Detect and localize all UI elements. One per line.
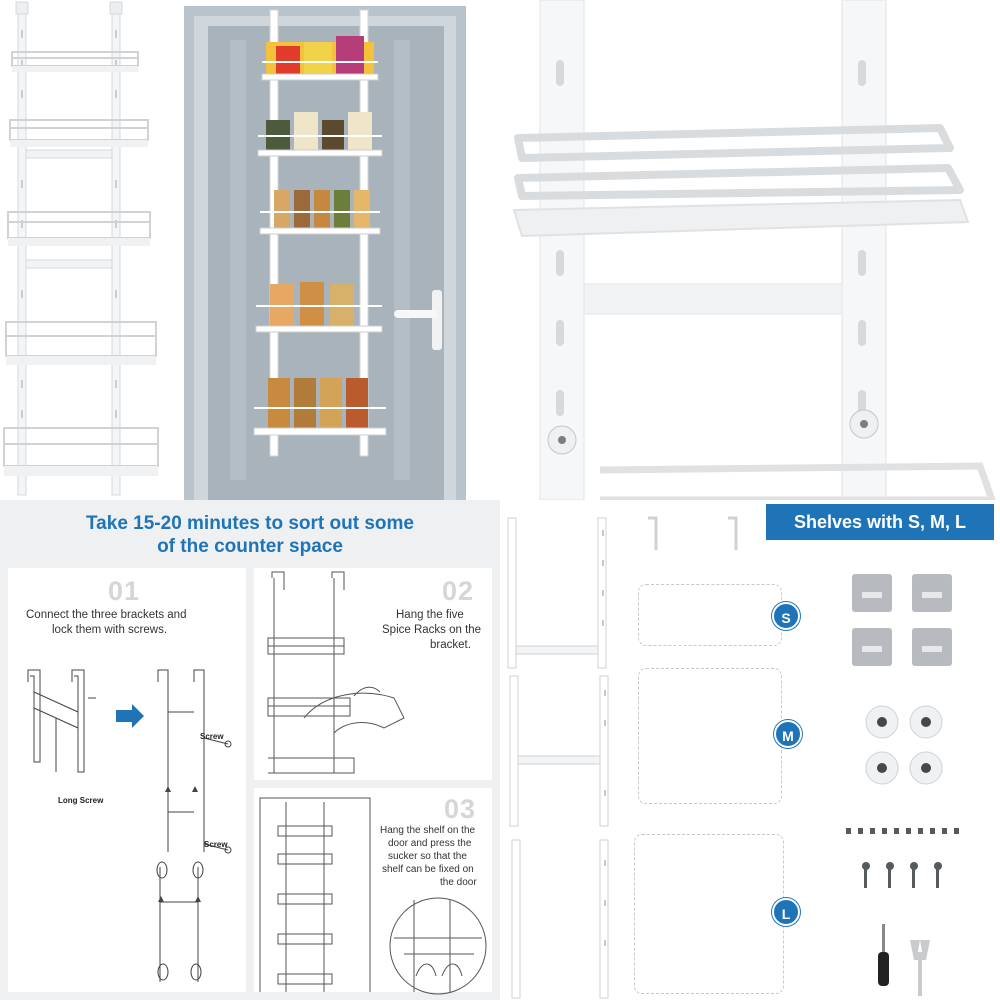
door-shelf-2 xyxy=(257,112,383,157)
step-2-text-line2: Spice Racks on the xyxy=(382,624,482,636)
step-2-card: 02 Hang the five Spice Racks on the brac… xyxy=(254,568,492,780)
step-2-number: 02 xyxy=(442,576,475,606)
step-3-number: 03 xyxy=(444,794,477,824)
arrow-right-icon xyxy=(116,704,144,728)
adhesive-hook-icon xyxy=(852,574,952,666)
screw-icon xyxy=(846,828,959,888)
step-1-text-line2: lock them with screws. xyxy=(52,624,168,636)
screw-label-top: Screw xyxy=(200,732,224,741)
parts-overview: S M L xyxy=(500,500,1000,1000)
product-photo-door-mounted xyxy=(170,0,500,500)
step-3-text-line3: sucker so that the xyxy=(388,851,467,862)
step-1-diagram xyxy=(27,669,232,982)
closeup-illustration xyxy=(500,0,1000,500)
shelf-s-box xyxy=(638,584,782,646)
door-scene xyxy=(170,0,500,500)
shelves-sizes-badge: Shelves with S, M, L xyxy=(766,504,994,540)
step-3-diagram xyxy=(259,797,487,995)
step-3-text-line4: shelf can be fixed on xyxy=(382,864,474,875)
door-shelf-1 xyxy=(261,36,379,81)
step-3-card: 03 Hang the shelf on the door and press … xyxy=(254,788,492,995)
long-screw-label: Long Screw xyxy=(58,796,104,805)
door-shelf-5 xyxy=(253,378,387,436)
door-shelf-4 xyxy=(255,282,383,333)
shelf-m-box xyxy=(638,668,782,804)
step-1-number: 01 xyxy=(108,576,141,606)
size-s-badge: S xyxy=(772,602,800,630)
step-2-text-line3: bracket. xyxy=(430,639,471,651)
suction-cup-icon xyxy=(865,705,943,785)
step-3-text-line5: the door xyxy=(440,877,477,888)
product-photo-closeup xyxy=(500,0,1000,500)
step-1-text-line1: Connect the three brackets and xyxy=(26,609,187,621)
instructions-headline-line2: of the counter space xyxy=(157,536,343,557)
step-1-card: 01 Connect the three brackets and lock t… xyxy=(8,568,246,992)
product-photo-full-rack xyxy=(0,0,170,500)
step-3-text-line2: door and press the xyxy=(388,838,472,849)
screw-label-bottom: Screw xyxy=(204,840,228,849)
step-2-diagram xyxy=(267,571,405,774)
size-m-badge: M xyxy=(774,720,802,748)
wrench-icon xyxy=(910,940,930,996)
step-2-text-line1: Hang the five xyxy=(396,609,464,621)
rack-illustration xyxy=(3,1,159,496)
shelf-l-box xyxy=(634,834,784,994)
installation-instructions: Take 15-20 minutes to sort out some of t… xyxy=(0,500,500,1000)
bracket-parts-illustration xyxy=(507,516,959,999)
screwdriver-icon xyxy=(878,924,889,986)
door-shelf-3 xyxy=(259,190,381,235)
size-l-badge: L xyxy=(772,898,800,926)
step-3-text-line1: Hang the shelf on the xyxy=(380,825,476,836)
instructions-headline-line1: Take 15-20 minutes to sort out some xyxy=(85,513,414,534)
